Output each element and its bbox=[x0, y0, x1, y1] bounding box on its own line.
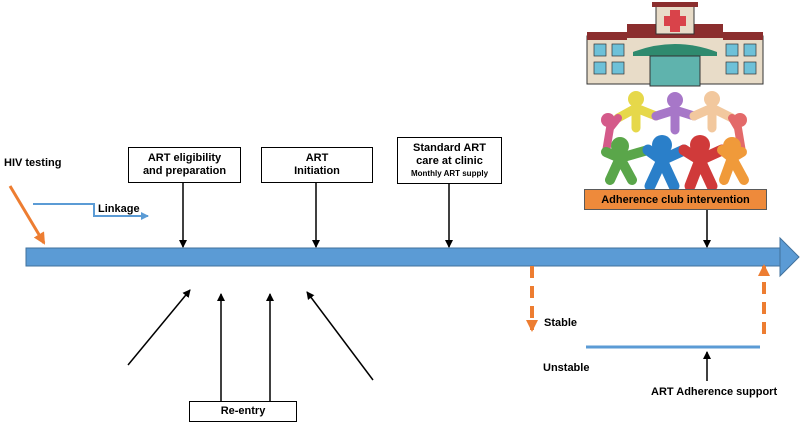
art-eligibility-line2: and preparation bbox=[142, 165, 227, 177]
standard-care-line1: Standard ART bbox=[413, 142, 486, 154]
standard-care-line3: Monthly ART supply bbox=[410, 169, 489, 178]
art-eligibility-box: ART eligibility and preparation bbox=[128, 147, 241, 183]
adherence-club-box: Adherence club intervention bbox=[584, 189, 767, 210]
standard-care-line2: care at clinic bbox=[416, 155, 483, 167]
hiv-testing-arrow bbox=[8, 185, 46, 245]
hospital-building-icon bbox=[586, 2, 764, 87]
art-initiation-line2: Initiation bbox=[294, 165, 340, 177]
reentry-box: Re-entry bbox=[189, 401, 297, 422]
art-initiation-box: ART Initiation bbox=[261, 147, 373, 183]
art-eligibility-line1: ART eligibility bbox=[147, 152, 222, 164]
reentry-label: Re-entry bbox=[220, 405, 266, 417]
reentry-arrow-4 bbox=[306, 291, 374, 381]
linkage-label: Linkage bbox=[98, 203, 140, 215]
timeline-arrow bbox=[25, 236, 800, 278]
hiv-testing-label: HIV testing bbox=[4, 157, 62, 169]
linkage-arrow bbox=[33, 203, 149, 220]
adherence-support-label: ART Adherence support bbox=[651, 386, 778, 398]
art-initiation-line1: ART bbox=[305, 152, 329, 164]
stable-label: Stable bbox=[544, 317, 578, 329]
standard-care-box: Standard ART care at clinic Monthly ART … bbox=[397, 137, 502, 184]
unstable-label: Unstable bbox=[543, 362, 590, 374]
people-circle-icon bbox=[601, 91, 749, 192]
reentry-arrow-1 bbox=[127, 289, 191, 366]
